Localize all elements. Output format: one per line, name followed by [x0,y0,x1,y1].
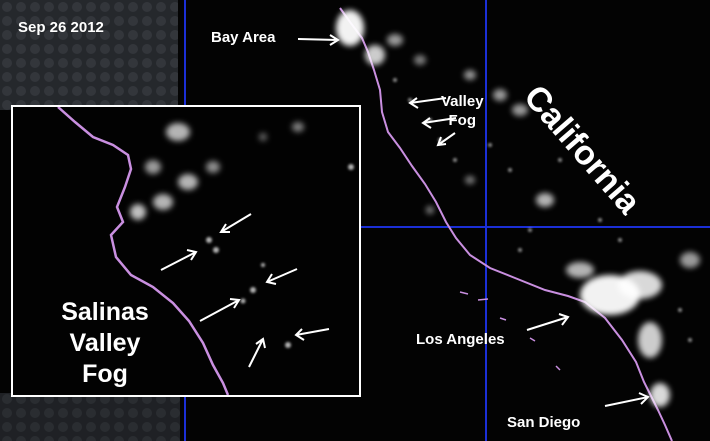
scattered-lights [393,78,692,342]
inset-arrow-1 [219,213,252,233]
inset-arrow-3 [265,268,298,285]
arrow-valley-fog-1 [408,97,447,109]
arrow-valley-fog-3 [436,132,456,147]
inset-arrow-6 [248,337,266,368]
salinas-valley-inset: Salinas Valley Fog [11,105,361,397]
arrow-valley-fog-2 [421,117,457,129]
main-arrows [297,34,650,407]
inset-arrow-4 [199,298,241,322]
cloud-texture-top-left [0,0,178,110]
arrow-bay-area [297,34,340,46]
inset-fog-spots [206,164,354,348]
arrow-san-diego [604,392,650,407]
city-lights [336,10,700,407]
coastline [339,7,673,441]
inset-arrows [160,213,330,368]
inset-arrow-2 [160,249,198,271]
channel-islands [459,291,561,371]
inset-city-lights [130,122,304,220]
bay-area-label: Bay Area [211,29,276,46]
valley-fog-label: Valley Fog [441,93,484,129]
los-angeles-label: Los Angeles [416,331,505,348]
san-diego-label: San Diego [507,414,581,431]
inset-coastline [57,107,230,395]
inset-map [57,107,354,395]
arrow-los-angeles [526,313,570,331]
cloud-texture-bottom-left [0,393,180,441]
inset-arrow-5 [294,328,330,341]
salinas-valley-fog-label: Salinas Valley Fog [61,298,149,388]
date-label: Sep 26 2012 [18,19,104,36]
